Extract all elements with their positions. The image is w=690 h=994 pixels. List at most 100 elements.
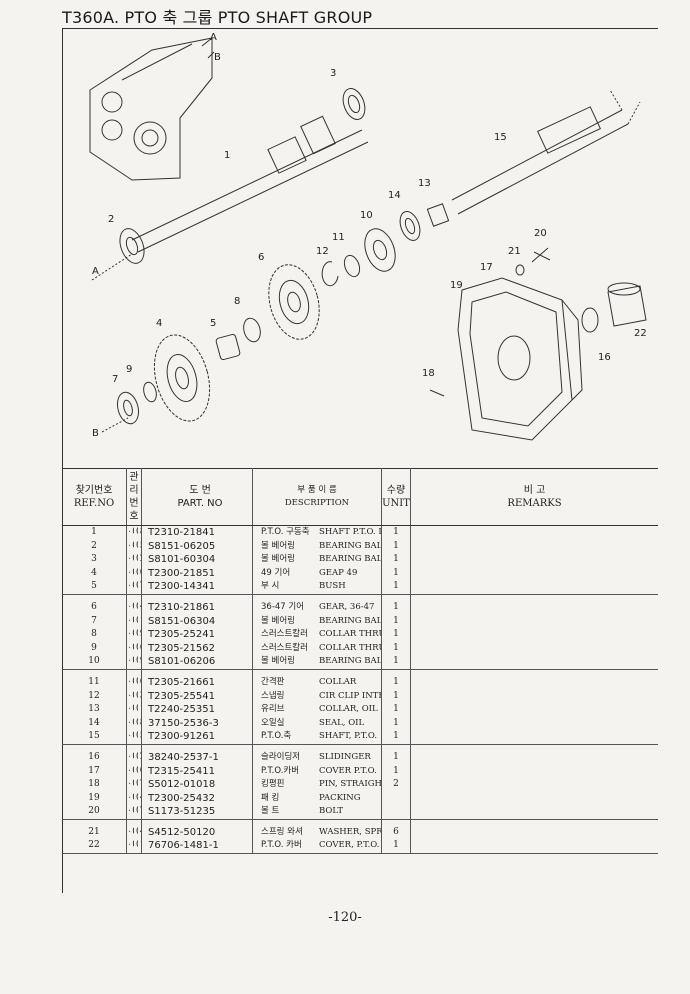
- cell-rem: [411, 540, 659, 554]
- cell-unit: 1: [381, 614, 411, 629]
- cell-rem: [410, 655, 658, 670]
- cell-m3: 0: [134, 805, 138, 820]
- cell-unit: 1: [381, 716, 411, 731]
- cell-rem: [411, 819, 659, 839]
- cell-rem: [411, 615, 659, 629]
- cell-kor: 스프링 와셔: [261, 826, 303, 837]
- cell-ref: 12: [62, 689, 127, 704]
- cell-part: T2310-21861: [141, 594, 253, 615]
- callout: 19: [450, 280, 463, 291]
- cell-kor: P.T.O. 구동축: [261, 527, 310, 537]
- callout: 10: [360, 210, 373, 221]
- cell-m3: 0: [134, 628, 138, 642]
- cell-ref: 20: [62, 805, 127, 820]
- callout: 7: [112, 374, 118, 385]
- cover-22: [607, 285, 647, 327]
- cell-rem: [410, 805, 658, 820]
- cell-kor: P.T.O.카버: [261, 765, 300, 776]
- cell-m2: 018: [130, 778, 134, 792]
- cell-desc: WASHER, SPRING: [317, 819, 382, 840]
- shaft-1: [131, 129, 369, 253]
- cell-m2: 006: [130, 594, 134, 614]
- callout: 12: [316, 246, 329, 257]
- cell-m1: 490: [126, 730, 131, 745]
- cell-m4: 0: [137, 566, 142, 581]
- cell-m2: 022: [130, 839, 134, 855]
- cell-kor: 스러스트칼러: [261, 629, 308, 640]
- cell-part: T2310-21841: [141, 525, 253, 540]
- cell-unit: 1: [381, 703, 411, 717]
- cell-ref: 16: [62, 744, 127, 765]
- cell-kor: 부 시: [252, 580, 317, 595]
- cell-m3: 0: [134, 703, 138, 717]
- callout: 6: [258, 252, 264, 263]
- cell-m3: 0: [134, 655, 138, 670]
- cell-m4: 4: [137, 791, 142, 806]
- cell-kor: 스러스트칼러: [261, 642, 308, 653]
- exploded-parts-diagram: A B 3 1 2 A 15 14 13 10 11 12 6 20 21 17…: [89, 32, 647, 441]
- cell-kor: 킹평핀: [261, 779, 285, 790]
- cell-unit: 1: [381, 669, 411, 690]
- callout: 18: [422, 368, 435, 379]
- cell-m3: 0: [134, 540, 138, 554]
- cell-m1: 490: [127, 778, 130, 792]
- cell-m1: 490: [126, 839, 131, 855]
- cell-rem: [411, 717, 659, 731]
- cell-ref: 8: [62, 628, 127, 642]
- cell-unit: 1: [381, 744, 411, 765]
- cell-m3: 0: [134, 819, 138, 839]
- cell-part: 76706-1481-1: [141, 839, 253, 855]
- cell-desc: BOLT: [317, 805, 382, 820]
- bearing-10: [364, 228, 396, 272]
- col-mgmt: 관리번호: [126, 468, 142, 526]
- cell-desc: SHAFT P.T.O. DRIVE: [317, 525, 382, 540]
- page-title: T360A. PTO 축 그룹 PTO SHAFT GROUP: [62, 8, 373, 27]
- cell-unit: 1: [381, 566, 411, 581]
- cell-m2: 014: [130, 717, 134, 731]
- cell-rem: [410, 580, 658, 595]
- shaft-15: [451, 109, 629, 215]
- cell-unit: 1: [381, 539, 411, 554]
- gear-6: [268, 264, 320, 340]
- cell-ref: 11: [62, 669, 127, 690]
- cell-desc: COLLAR THRUST: [317, 628, 382, 642]
- cell-ref: 17: [62, 764, 127, 779]
- cell-m1: 490: [127, 567, 130, 581]
- cell-desc: COLLAR: [317, 669, 382, 690]
- cell-unit: 1: [381, 839, 411, 855]
- cell-desc: SHAFT, P.T.O.: [317, 730, 382, 745]
- cell-part: S8101-06206: [141, 655, 253, 670]
- cell-m2: 015: [130, 730, 134, 745]
- cell-m1: 490: [127, 765, 130, 779]
- cell-part: S8151-06205: [141, 539, 253, 554]
- oil-seal-14: [399, 211, 421, 241]
- cell-unit: 2: [381, 778, 411, 792]
- cell-part: T2305-21562: [141, 641, 253, 656]
- left-margin-rule: [62, 28, 63, 893]
- cell-m4: 3: [137, 689, 142, 704]
- cell-m4: 7: [137, 778, 142, 792]
- cell-m2: 005: [130, 580, 134, 595]
- cell-ref: 7: [62, 614, 127, 629]
- cell-part: S4512-50120: [141, 819, 253, 840]
- cell-m3: 0: [134, 669, 138, 689]
- cell-m3: 0: [134, 594, 138, 614]
- cell-kor: 볼 베어링: [261, 615, 295, 626]
- cell-ref: 2: [62, 539, 127, 554]
- callout: 14: [388, 190, 401, 201]
- cell-m4: 4: [137, 819, 142, 840]
- cell-ref: 22: [62, 839, 127, 855]
- cell-rem: [411, 765, 659, 779]
- cell-part: S8101-60304: [141, 553, 253, 567]
- cell-m1: 490: [127, 744, 130, 764]
